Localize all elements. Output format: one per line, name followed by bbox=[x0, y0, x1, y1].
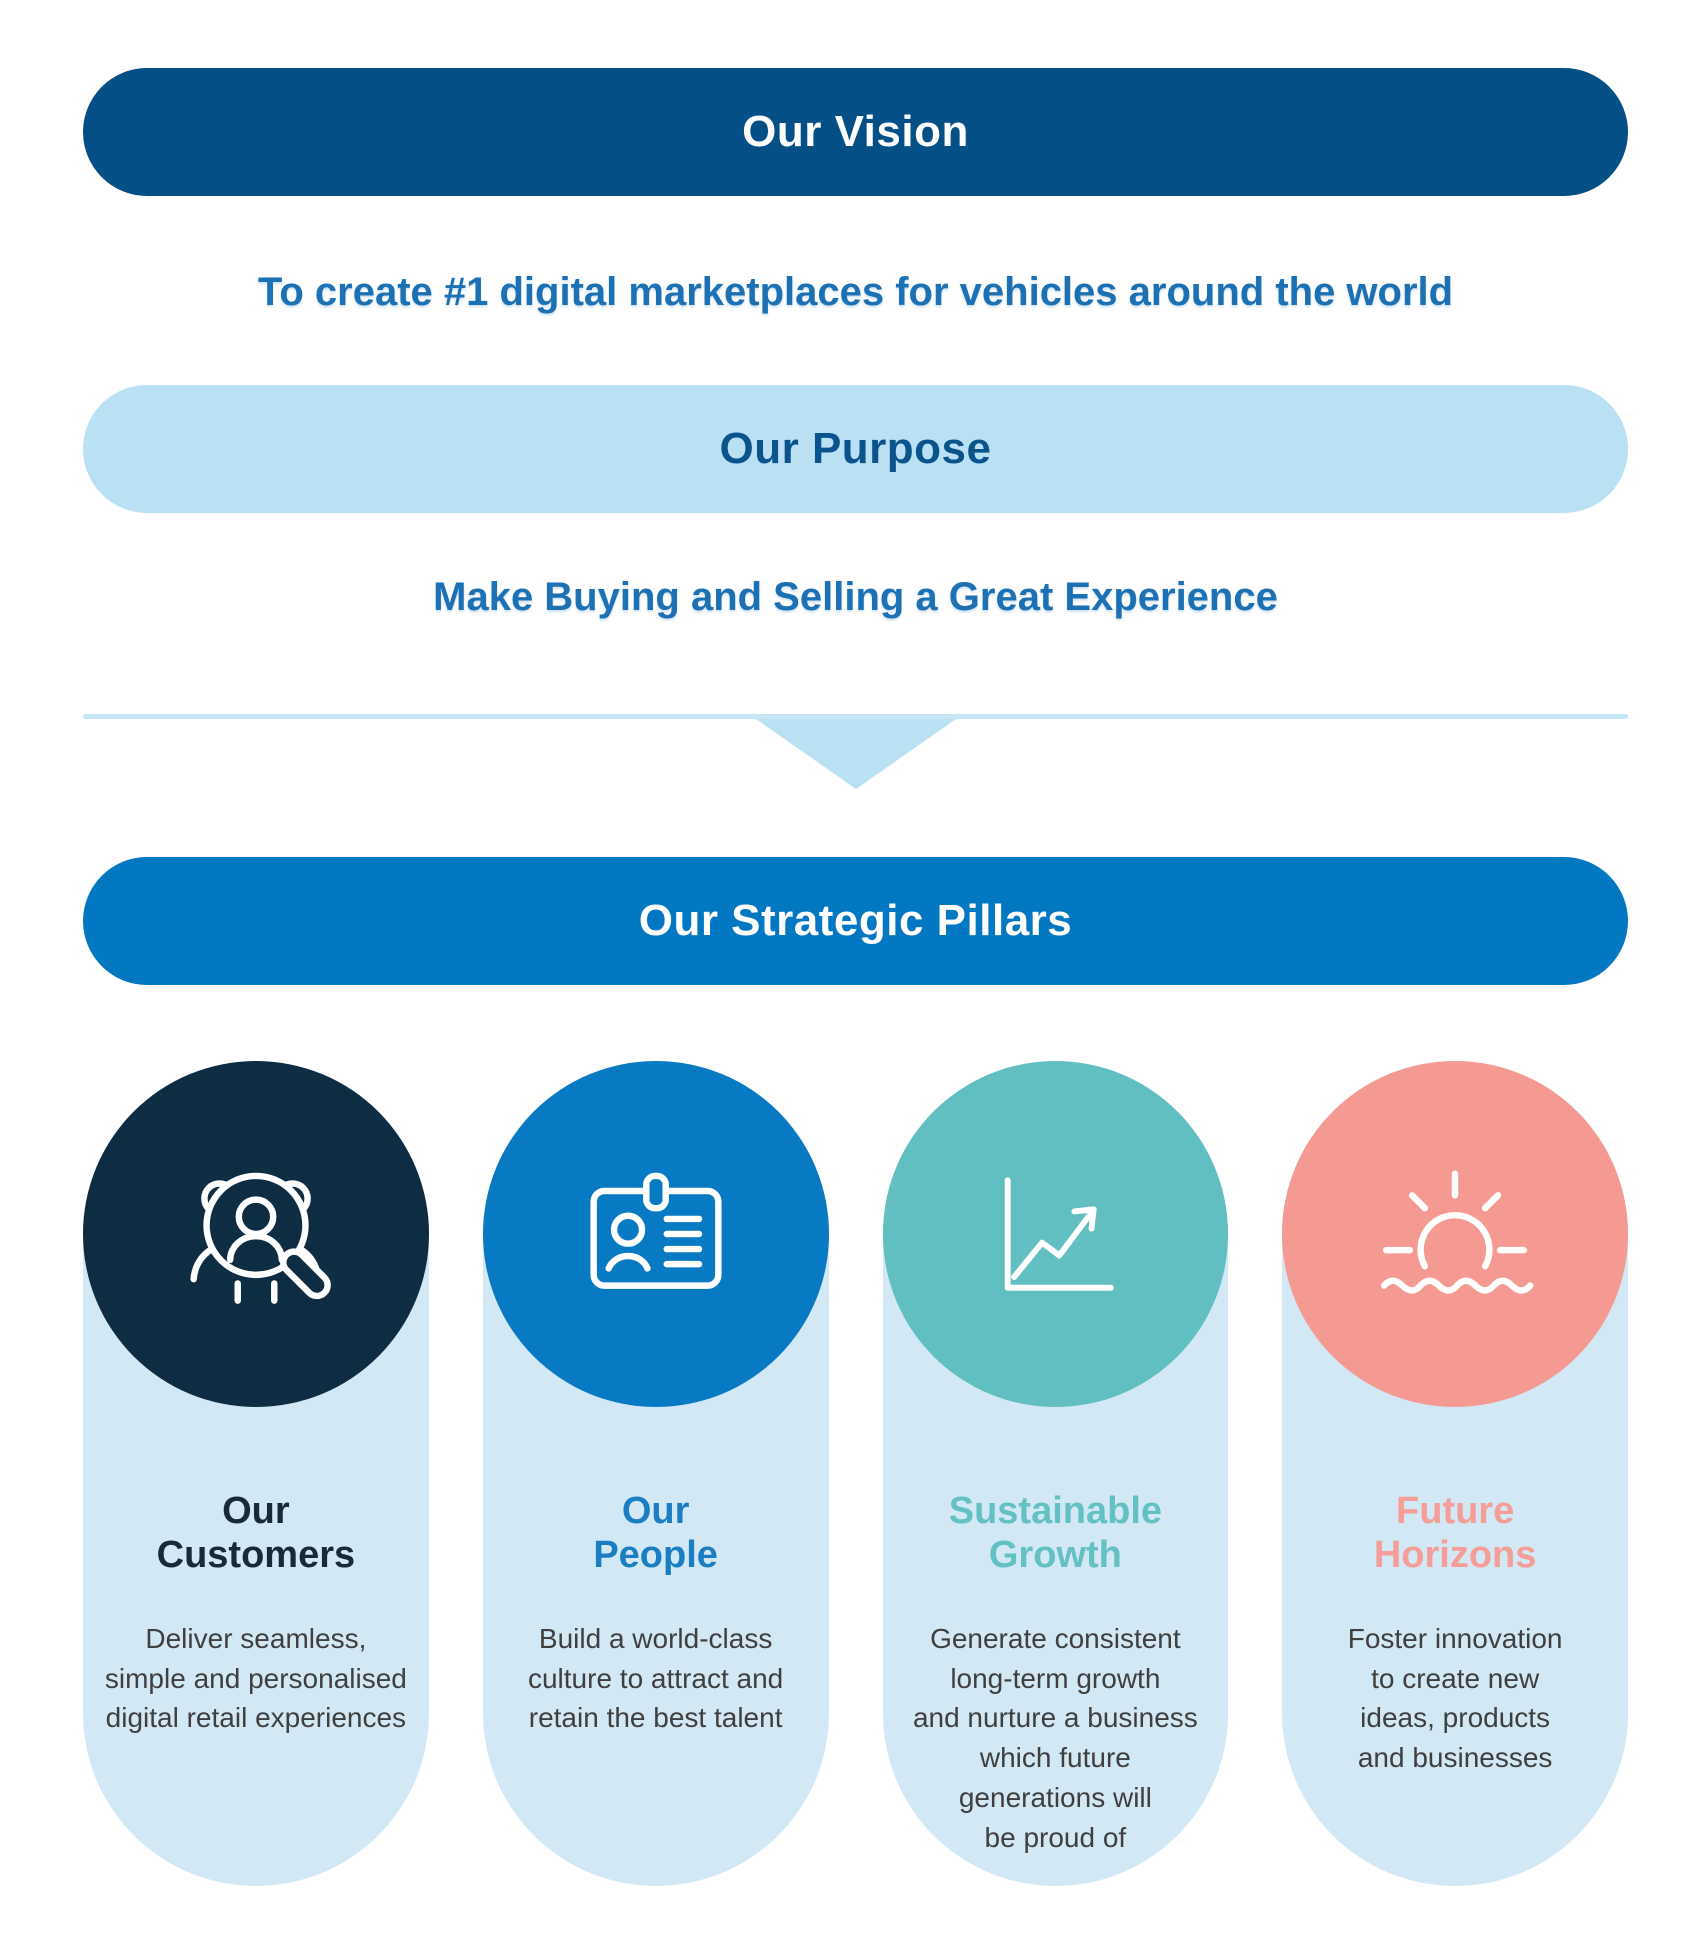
pillar-description: Deliver seamless, simple and personalise… bbox=[104, 1622, 407, 1734]
sunrise-icon bbox=[1380, 1170, 1534, 1294]
divider-line bbox=[83, 714, 1628, 719]
vision-banner: Our Vision bbox=[83, 68, 1628, 196]
pillar-cards-row: Our Customers Deliver seamless, simple a… bbox=[83, 1061, 1628, 1886]
pillar-description: Build a world-class culture to attract a… bbox=[527, 1622, 784, 1734]
purpose-banner: Our Purpose bbox=[83, 385, 1628, 513]
pillar-title: Sustainable Growth bbox=[948, 1489, 1163, 1576]
pillar-title: Our People bbox=[593, 1489, 718, 1576]
strategic-pillars-banner: Our Strategic Pillars bbox=[83, 857, 1628, 985]
pillar-title: Future Horizons bbox=[1373, 1489, 1537, 1576]
growth-chart-icon bbox=[1005, 1177, 1115, 1291]
growth-circle bbox=[882, 1061, 1229, 1407]
horizons-circle bbox=[1282, 1061, 1628, 1407]
pillar-card-future-horizons: Future Horizons Foster innovation to cre… bbox=[1282, 1061, 1628, 1886]
pillar-title: Our Customers bbox=[156, 1489, 356, 1576]
pillar-description: Generate consistent long-term growth and… bbox=[912, 1622, 1198, 1853]
vision-statement: To create #1 digital marketplaces for ve… bbox=[257, 270, 1454, 314]
people-circle bbox=[482, 1061, 829, 1407]
people-search-icon bbox=[190, 1172, 331, 1304]
pillar-description: Foster innovation to create new ideas, p… bbox=[1347, 1622, 1563, 1774]
customers-circle bbox=[83, 1061, 429, 1407]
pillar-card-sustainable-growth: Sustainable Growth Generate consistent l… bbox=[882, 1061, 1229, 1886]
down-arrow-icon bbox=[755, 719, 956, 789]
purpose-statement: Make Buying and Selling a Great Experien… bbox=[433, 575, 1278, 619]
pillar-card-customers: Our Customers Deliver seamless, simple a… bbox=[83, 1061, 429, 1886]
pillar-card-people: Our People Build a world-class culture t… bbox=[482, 1061, 829, 1886]
id-badge-icon bbox=[590, 1172, 722, 1289]
